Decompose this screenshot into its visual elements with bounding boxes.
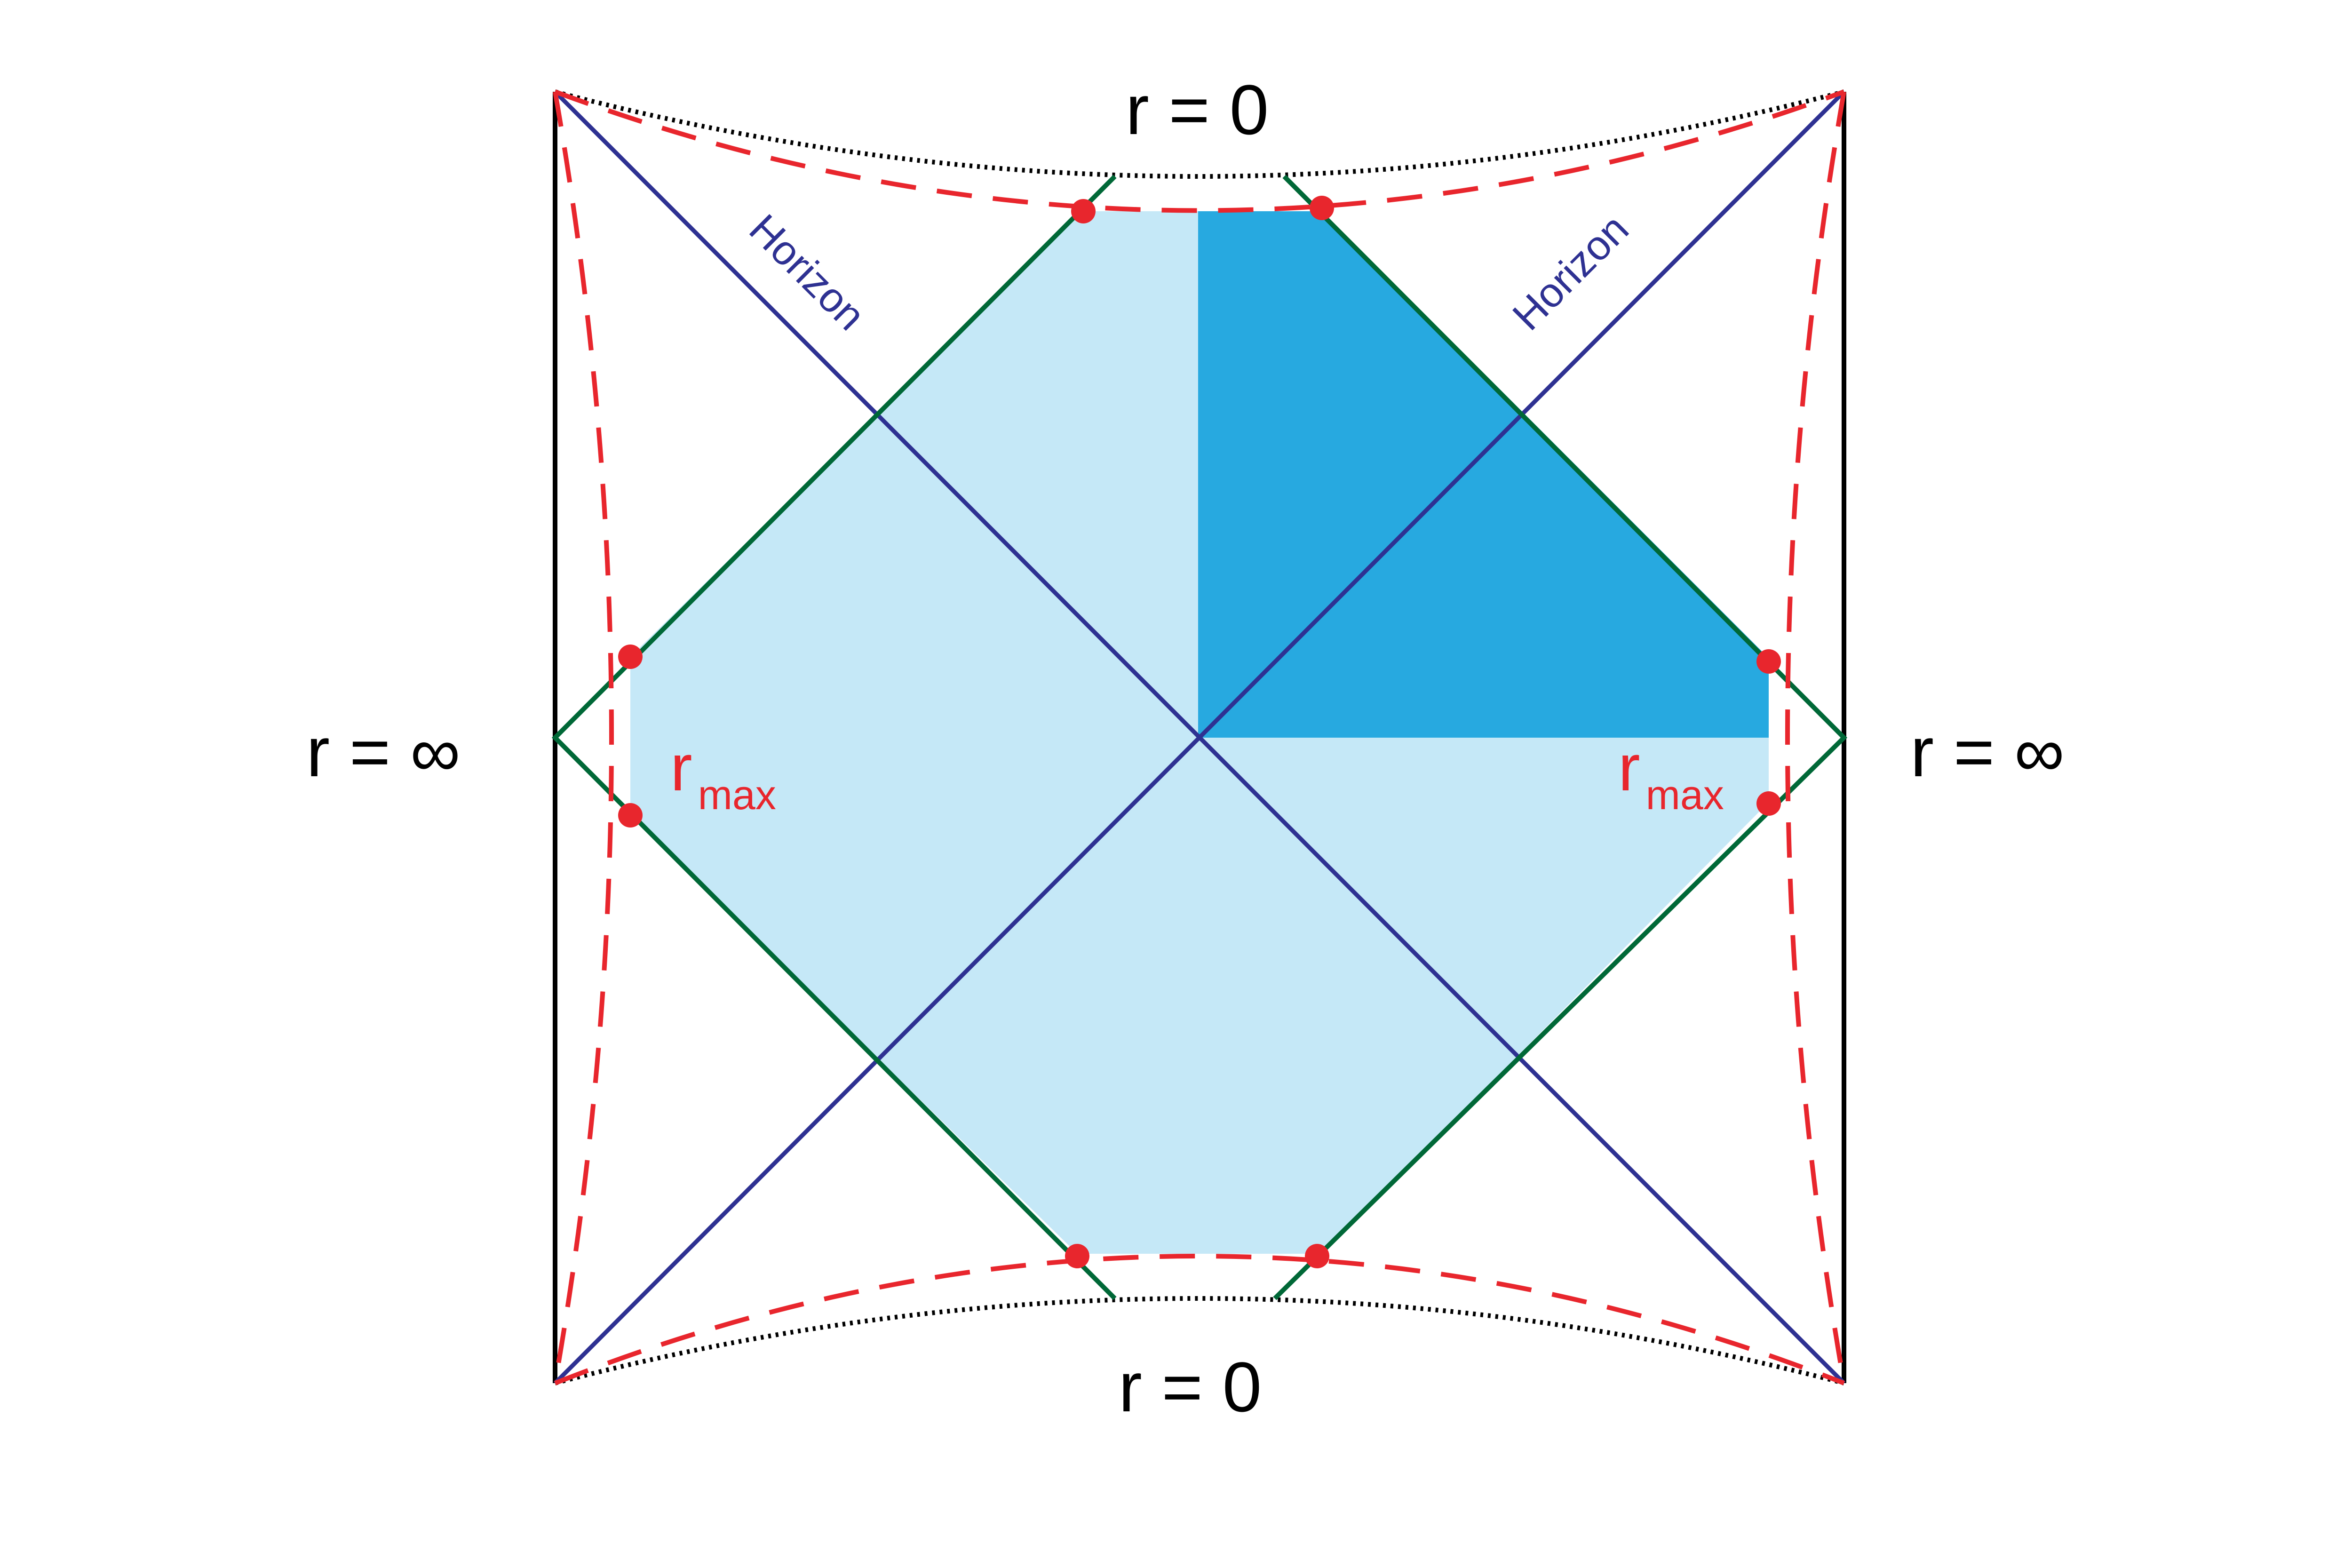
intersection-dot — [1065, 1244, 1089, 1268]
intersection-dot — [1071, 199, 1096, 223]
null-line-upper-right — [1273, 175, 1848, 1300]
null-line-upper-left — [551, 175, 1117, 1300]
dark-region — [1198, 211, 1769, 738]
rmax-label-left-base: r — [670, 731, 692, 804]
right-r-label: r = ∞ — [1910, 712, 2065, 791]
intersection-dot — [1756, 649, 1781, 674]
top-singularity-boundary — [554, 89, 1845, 179]
bottom-singularity-boundary — [554, 1296, 1845, 1385]
intersection-dot — [618, 645, 643, 669]
rmax-curves — [553, 89, 1846, 1385]
intersection-dot — [1305, 1244, 1329, 1268]
left-r-label: r = ∞ — [306, 712, 461, 791]
rmax-label-left: r max — [670, 731, 776, 818]
rmax-label-right-sub: max — [1646, 772, 1724, 818]
intersection-points — [618, 196, 1781, 1268]
horizon-line-ascending — [553, 90, 1846, 1385]
rmax-curve-right — [1785, 91, 1846, 1384]
top-r-label: r = 0 — [1126, 70, 1269, 149]
intersection-dot — [1310, 196, 1334, 220]
horizon-label-left: Horizon — [740, 205, 874, 339]
intersection-dot — [1756, 791, 1781, 816]
intersection-dot — [618, 803, 643, 828]
bottom-r-label: r = 0 — [1119, 1347, 1262, 1426]
rmax-label-left-sub: max — [698, 772, 776, 818]
rmax-label-right-base: r — [1618, 731, 1640, 804]
rmax-label-right: r max — [1618, 731, 1724, 818]
rmax-curve-left — [553, 91, 614, 1384]
